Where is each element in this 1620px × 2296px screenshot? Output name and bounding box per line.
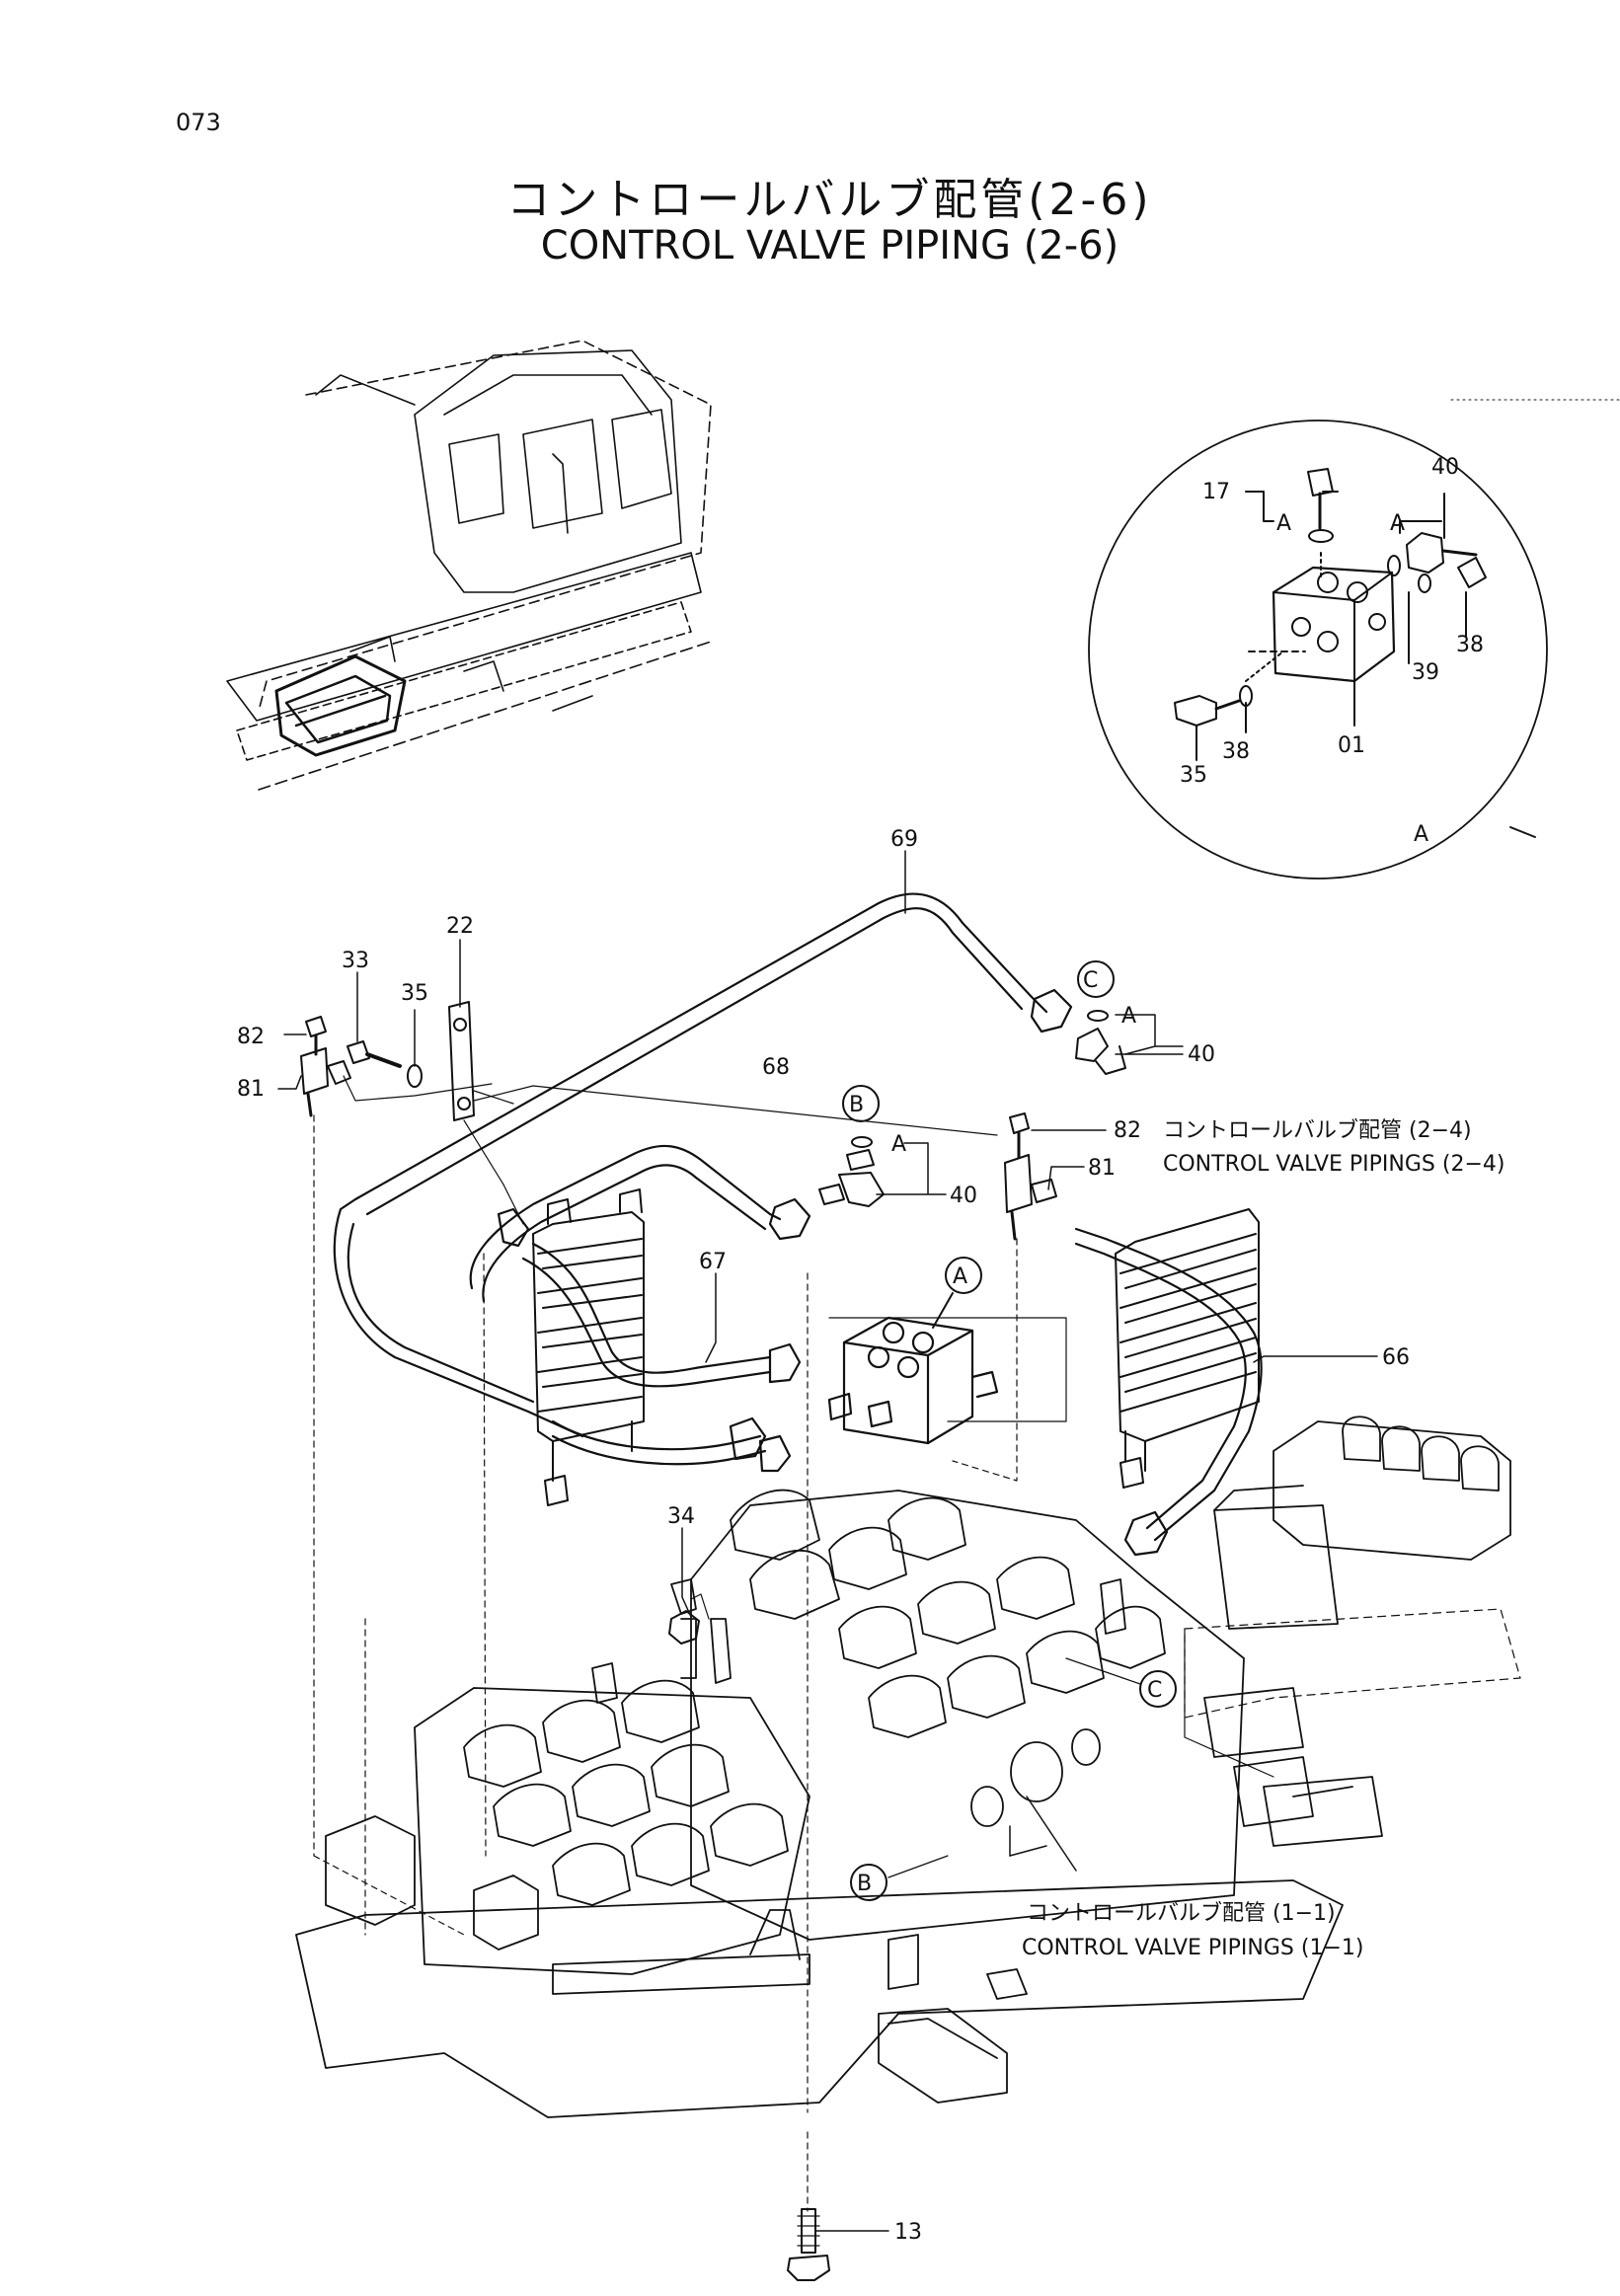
page-number: 073 bbox=[176, 109, 221, 136]
callout-circles bbox=[842, 960, 1177, 1901]
nut-34 bbox=[668, 1593, 710, 1645]
leader-lines bbox=[277, 850, 1378, 1872]
elbow-fitting-40-b bbox=[818, 1149, 885, 1207]
callout-letter-a-manifold: A bbox=[953, 1264, 967, 1289]
part-label-40-b: 40 bbox=[950, 1184, 977, 1208]
machine-overview-illustration bbox=[226, 340, 712, 791]
callout-letter-b-bottom: B bbox=[857, 1872, 872, 1896]
part-label-22: 22 bbox=[446, 914, 474, 939]
control-valve-assembly bbox=[295, 1489, 1344, 2118]
pipe-68 bbox=[469, 1144, 811, 1303]
part-label-01: 01 bbox=[1338, 733, 1365, 758]
callout-letter-b-top: B bbox=[849, 1093, 864, 1117]
detail-view-a: 17 A 40 A 38 39 01 38 35 A bbox=[1088, 399, 1620, 880]
part-label-82-right: 82 bbox=[1114, 1118, 1141, 1143]
elbow-fitting-40-c bbox=[1075, 1028, 1126, 1075]
bolt-33 bbox=[347, 1040, 402, 1068]
bolt-13 bbox=[787, 1272, 889, 2281]
part-label-40-detail: 40 bbox=[1431, 455, 1459, 480]
washer-35 bbox=[407, 1064, 423, 1088]
detail-letter-a-b: A bbox=[891, 1132, 906, 1157]
title-english: CONTROL VALVE PIPING (2-6) bbox=[540, 223, 1119, 268]
part-label-38-right: 38 bbox=[1456, 633, 1484, 657]
part-label-35: 35 bbox=[401, 981, 428, 1006]
ref-2-4-japanese: コントロールバルブ配管 (2−4) bbox=[1163, 1118, 1472, 1143]
pipe-69 bbox=[333, 892, 1073, 1438]
detail-letter-a-17: A bbox=[1276, 511, 1291, 536]
fittings-81-82-left bbox=[300, 1016, 493, 1936]
solenoid-bank bbox=[878, 1416, 1521, 2104]
part-label-69: 69 bbox=[890, 827, 918, 852]
pipe-66 bbox=[1074, 1227, 1263, 1557]
reference-notes: コントロールバルブ配管 (2−4) CONTROL VALVE PIPINGS … bbox=[1022, 1118, 1504, 1960]
manifold-block bbox=[827, 1316, 1067, 1445]
part-label-33: 33 bbox=[342, 949, 369, 973]
part-label-67: 67 bbox=[699, 1250, 727, 1274]
part-label-68: 68 bbox=[762, 1055, 790, 1080]
ref-1-1-japanese: コントロールバルブ配管 (1−1) bbox=[1027, 1901, 1336, 1926]
callout-letter-c-top: C bbox=[1083, 968, 1098, 993]
part-label-40-c: 40 bbox=[1188, 1042, 1215, 1067]
part-label-66: 66 bbox=[1382, 1345, 1410, 1370]
part-label-82-left: 82 bbox=[237, 1025, 265, 1049]
part-label-39-right: 39 bbox=[1412, 660, 1439, 685]
part-label-81-left: 81 bbox=[237, 1077, 265, 1102]
part-label-34: 34 bbox=[667, 1504, 695, 1529]
part-label-39-left: 38 bbox=[1222, 739, 1250, 764]
part-label-17: 17 bbox=[1202, 480, 1230, 504]
title-japanese: コントロールバルブ配管(2-6) bbox=[506, 175, 1153, 225]
callout-letter-c-bottom: C bbox=[1147, 1678, 1162, 1703]
part-label-13: 13 bbox=[894, 2220, 922, 2245]
part-label-81-right: 81 bbox=[1088, 1156, 1116, 1181]
fittings-81-82-right bbox=[952, 1112, 1057, 1482]
detail-view-a-label: A bbox=[1414, 822, 1428, 847]
ref-2-4-english: CONTROL VALVE PIPINGS (2−4) bbox=[1163, 1152, 1504, 1177]
detail-letter-a-c: A bbox=[1121, 1004, 1136, 1029]
part-label-38-left: 35 bbox=[1180, 763, 1207, 788]
pipe-67 bbox=[497, 1207, 802, 1473]
valve-stack-left bbox=[532, 1188, 645, 1506]
ref-1-1-english: CONTROL VALVE PIPINGS (1−1) bbox=[1022, 1936, 1363, 1960]
detail-letter-a-40: A bbox=[1390, 511, 1405, 536]
bracket-22 bbox=[448, 1001, 998, 1857]
labels: 69 22 33 35 82 81 C A 40 B 68 A 40 82 81… bbox=[237, 827, 1410, 2245]
valve-stack-right bbox=[1115, 1208, 1260, 1489]
